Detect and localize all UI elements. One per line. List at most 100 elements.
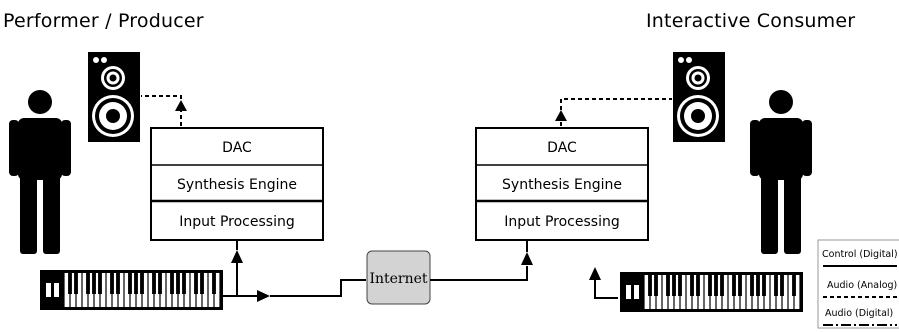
performer-speaker-icon [88,52,140,142]
white-key [124,273,130,307]
white-key [88,273,94,307]
black-key [654,275,658,296]
white-key [662,275,668,309]
white-key [130,273,136,307]
white-key [100,273,106,307]
white-key [64,273,70,307]
black-key [762,275,766,296]
white-key [680,275,686,309]
consumer-synthesis-label: Synthesis Engine [502,177,622,193]
performer-dac-label: DAC [222,140,252,156]
white-key [734,275,740,309]
white-key [788,275,794,309]
white-key [722,275,728,309]
black-key [116,273,120,294]
consumer-title: Interactive Consumer [646,10,856,32]
white-key [692,275,698,309]
white-key [196,273,202,307]
black-key [74,273,78,294]
white-key [740,275,746,309]
white-key [698,275,704,309]
black-key [194,273,198,294]
black-key [98,273,102,294]
white-key [94,273,100,307]
white-key [728,275,734,309]
white-key [764,275,770,309]
white-key [172,273,178,307]
black-key [732,275,736,296]
white-key [776,275,782,309]
black-key [128,273,132,294]
black-key [170,273,174,294]
white-key [656,275,662,309]
black-key [708,275,712,296]
black-key [648,275,652,296]
black-key [756,275,760,296]
black-key [92,273,96,294]
white-key [752,275,758,309]
consumer-person-icon [750,90,812,254]
consumer-block-stack: DAC Synthesis Engine Input Processing [475,127,649,241]
black-key [720,275,724,296]
black-key [714,275,718,296]
internet-node: Internet [366,250,431,305]
white-key [208,273,214,307]
white-key [746,275,752,309]
white-key [160,273,166,307]
white-key [770,275,776,309]
black-key [750,275,754,296]
white-key [166,273,172,307]
consumer-control-line [430,241,618,299]
white-key [148,273,154,307]
black-key [200,273,204,294]
white-key [686,275,692,309]
consumer-keyboard-icon [620,272,803,312]
performer-analog-audio-line [141,95,187,126]
performer-input-label: Input Processing [179,214,294,230]
performer-title: Performer / Producer [3,10,204,32]
legend-label-digital-audio: Audio (Digital) [825,308,893,319]
consumer-input-label: Input Processing [504,214,619,230]
black-key [176,273,180,294]
white-key [794,275,800,309]
white-key [184,273,190,307]
white-key [758,275,764,309]
white-key [710,275,716,309]
black-key [678,275,682,296]
performer-synthesis-label: Synthesis Engine [177,177,297,193]
consumer-speaker-icon [673,52,725,142]
black-key [212,273,216,294]
white-key [106,273,112,307]
white-key [76,273,82,307]
white-key [112,273,118,307]
legend-label-control: Control (Digital) [822,249,898,260]
performer-block-stack: DAC Synthesis Engine Input Processing [150,127,324,241]
black-key [792,275,796,296]
white-key [82,273,88,307]
white-key [154,273,160,307]
black-key [666,275,670,296]
internet-label: Internet [369,271,427,287]
white-key [716,275,722,309]
white-key [118,273,124,307]
white-key [782,275,788,309]
white-key [70,273,76,307]
black-key [696,275,700,296]
black-key [140,273,144,294]
white-key [142,273,148,307]
white-key [214,273,220,307]
performer-keyboard-icon [40,270,223,310]
black-key [738,275,742,296]
black-key [780,275,784,296]
black-key [110,273,114,294]
consumer-dac-label: DAC [547,140,577,156]
consumer-analog-audio-line [555,98,672,126]
black-key [134,273,138,294]
black-key [68,273,72,294]
black-key [672,275,676,296]
black-key [86,273,90,294]
black-key [690,275,694,296]
white-key [674,275,680,309]
legend-label-analog: Audio (Analog) [827,280,897,291]
